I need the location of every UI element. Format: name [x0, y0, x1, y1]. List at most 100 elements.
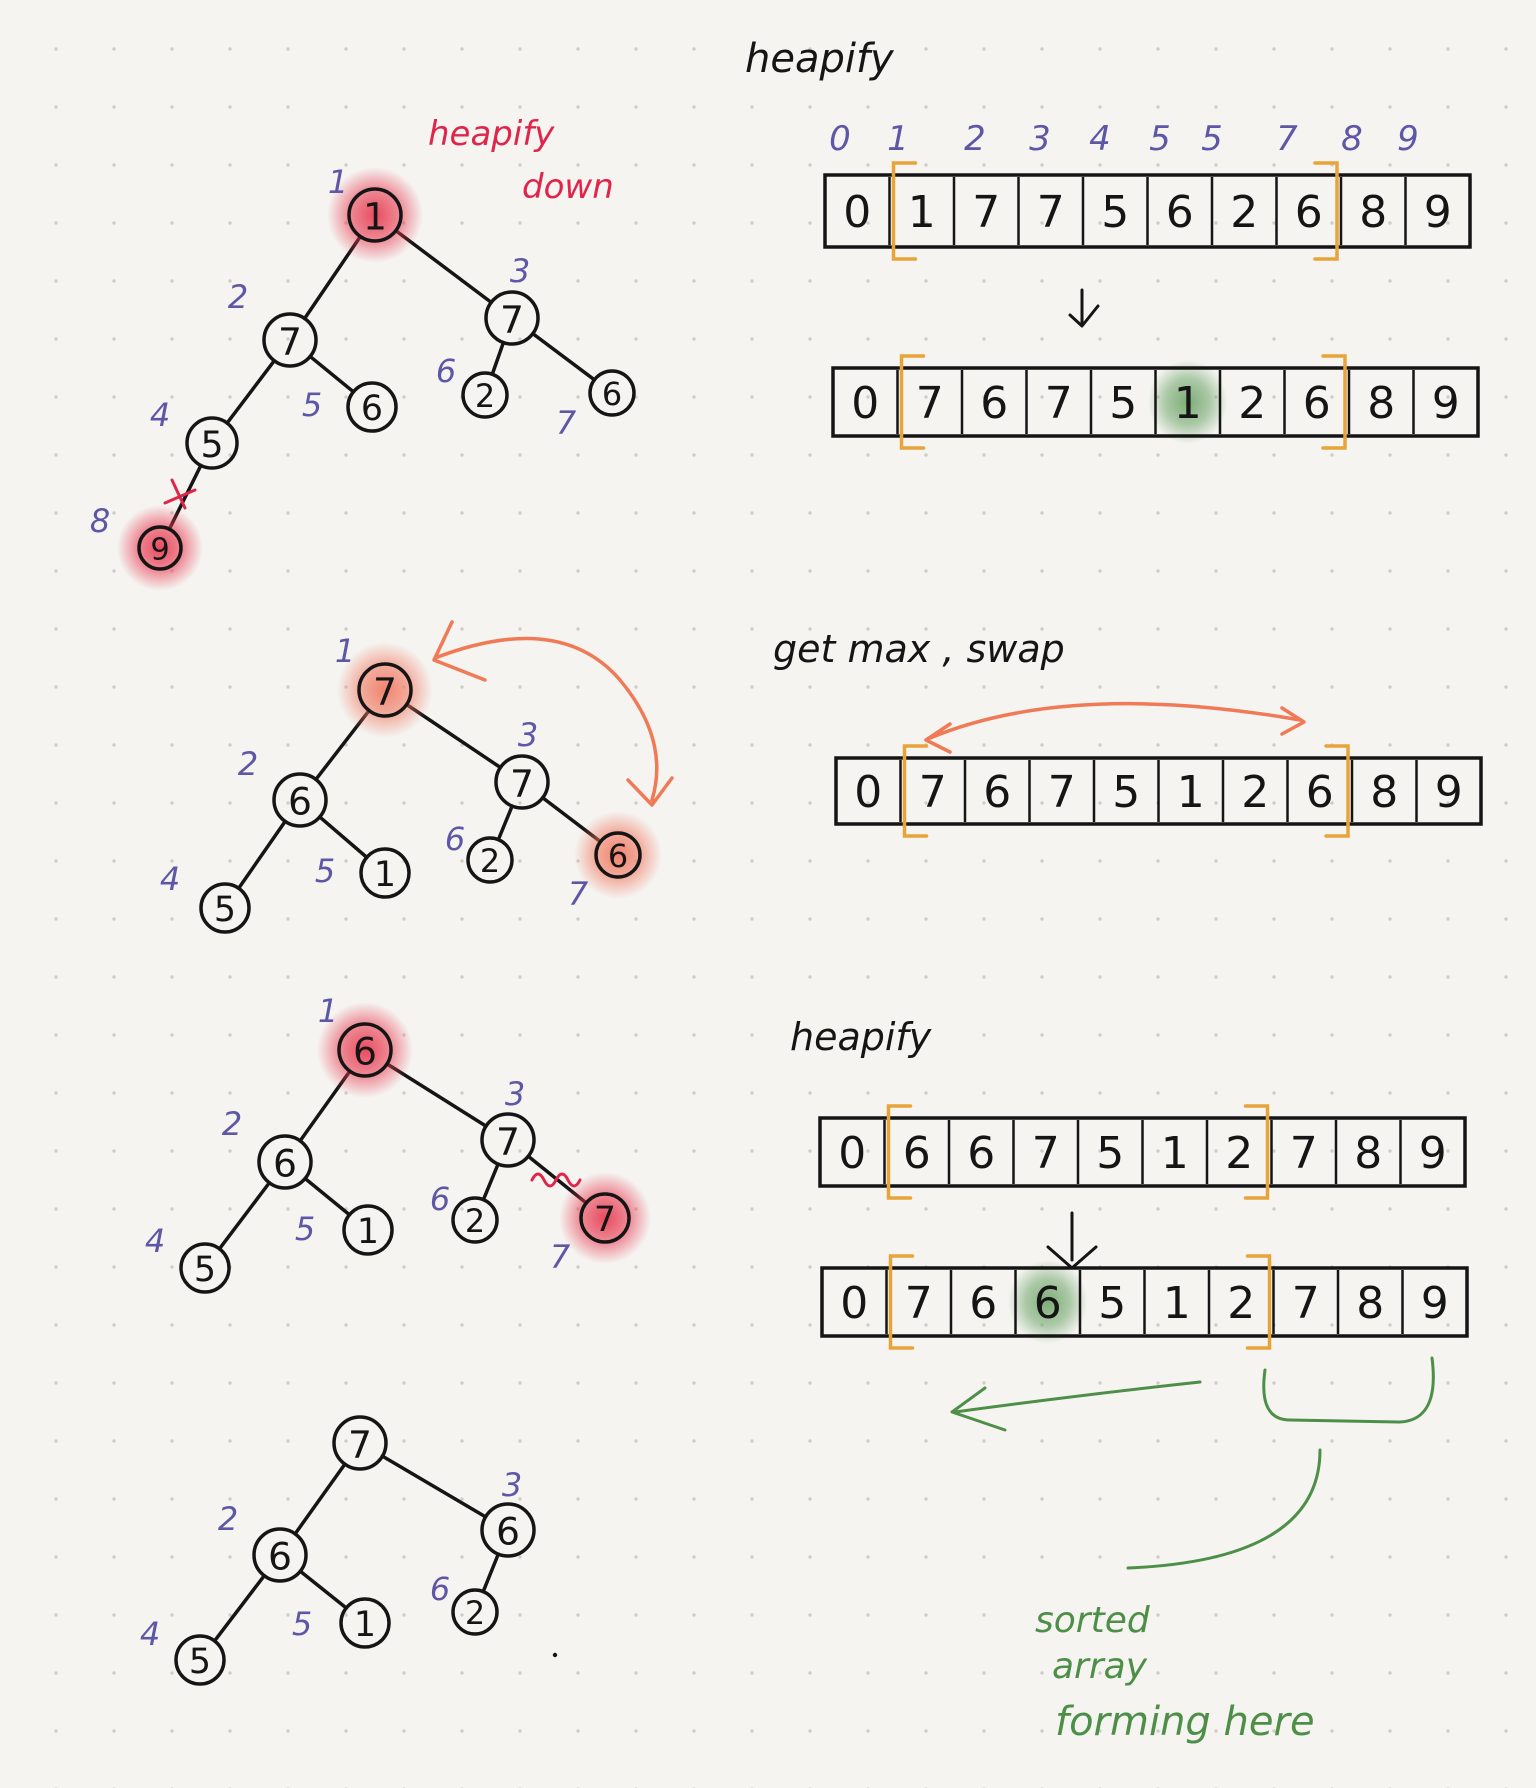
tree-edge: [490, 340, 506, 376]
array-cell: 9: [1421, 1278, 1449, 1329]
tree-node: [137, 525, 183, 571]
tree-node: [185, 416, 239, 470]
array-cell: 9: [1424, 187, 1452, 238]
tree-node-index: 4: [160, 860, 180, 898]
tree-node: [579, 1192, 631, 1244]
index-label: 9: [1397, 119, 1419, 159]
heap-bracket-left: [888, 1254, 915, 1350]
array-cell: 7: [1290, 1128, 1318, 1179]
array-cell: 7: [972, 187, 1000, 238]
index-label: 1: [887, 119, 909, 159]
tree-node-index: 5: [292, 1605, 312, 1643]
label-sorted-1: sorted: [1035, 1600, 1151, 1641]
label-sorted-2: array: [1052, 1646, 1148, 1687]
array-cell: 2: [1241, 767, 1269, 818]
tree-node-index: 3: [510, 252, 530, 290]
tree-edge: [531, 331, 597, 382]
tree-node-value: 7: [348, 1422, 372, 1466]
tree-node: [199, 882, 251, 934]
tree-node: [494, 754, 550, 810]
tree-node: [451, 1196, 499, 1244]
heap-bracket-right: [1321, 354, 1347, 450]
heap-bracket-right: [1313, 161, 1339, 261]
tree-node: [466, 836, 514, 884]
array-cell: 5: [1101, 187, 1129, 238]
tree-node-index: 6: [430, 1570, 450, 1608]
array-cell: 0: [838, 1128, 866, 1179]
tree-node: [451, 1588, 499, 1636]
tree-node-value: 6: [608, 837, 628, 875]
node-highlight: [337, 642, 433, 738]
heap-bracket-left: [891, 161, 918, 261]
tree-node-index: 3: [502, 1466, 522, 1504]
tree-edge: [303, 1176, 352, 1217]
tree-node-index: 2: [222, 1105, 242, 1143]
array-cell: 6: [967, 1128, 995, 1179]
tree-node: [342, 1204, 394, 1256]
array-cell: 6: [980, 378, 1008, 429]
tree-node-value: 6: [273, 1141, 297, 1185]
tree-node-index: 2: [228, 278, 248, 316]
array-cell: 0: [840, 1278, 868, 1329]
array-cell: 1: [1174, 378, 1202, 429]
down-arrow-2: [1046, 1211, 1098, 1270]
array-cell: 8: [1370, 767, 1398, 818]
title-heapify-3: heapify: [790, 1015, 932, 1059]
tree-node: [357, 662, 413, 718]
down-arrow-1: [1068, 288, 1100, 328]
tree-node: [347, 187, 403, 243]
node-highlight: [117, 505, 203, 591]
tree-node: [346, 381, 398, 433]
tree-node-value: 7: [500, 297, 524, 341]
tree-node-value: 7: [373, 669, 397, 713]
tree-node-index: 7: [568, 875, 589, 913]
label-heapify-down-1: heapify: [428, 114, 555, 154]
tree-node-value: 6: [288, 779, 312, 823]
tree-node-value: 5: [194, 1250, 216, 1290]
array-cell: 6: [1306, 767, 1334, 818]
tree-edge: [298, 1569, 349, 1610]
tree-node-index: 7: [556, 404, 577, 442]
heap-bracket-left: [902, 744, 929, 838]
tree-node: [257, 1134, 313, 1190]
array-cell: 2: [1238, 378, 1266, 429]
tree-node-index: 2: [218, 1500, 238, 1538]
index-label: 7: [1276, 119, 1298, 159]
tree-node-index: 1: [328, 163, 348, 201]
tree-node-value: 6: [353, 1029, 377, 1073]
tree-node-index: 7: [550, 1238, 571, 1276]
array-outline: [823, 173, 1472, 249]
tree-node-value: 5: [214, 890, 236, 930]
array-cell: 5: [1109, 378, 1137, 429]
tree-edge: [217, 1181, 272, 1251]
tree-node-value: 6: [361, 389, 383, 429]
tree-node-index: 3: [518, 716, 538, 754]
tree-node: [484, 290, 540, 346]
tree-node-value: 7: [278, 319, 302, 363]
array-cell: 6: [1166, 187, 1194, 238]
tree-node-value: 6: [602, 375, 622, 413]
swap-edge-mark: [530, 1172, 582, 1188]
array-cell: 6: [903, 1128, 931, 1179]
tree-edge: [380, 1454, 488, 1519]
tree-node: [461, 371, 509, 419]
array-cell: 7: [905, 1278, 933, 1329]
tree-node-index: 5: [302, 386, 322, 424]
tree-node: [252, 1527, 308, 1583]
tree-node: [594, 831, 642, 879]
tree-node-index: 4: [145, 1222, 165, 1260]
tree-edge: [225, 358, 277, 425]
node-highlight: [574, 811, 662, 899]
node-highlight: [327, 167, 423, 263]
array-cell: 6: [983, 767, 1011, 818]
array-cell: 7: [919, 767, 947, 818]
tree-node-index: 6: [445, 820, 465, 858]
array-cell: 0: [843, 187, 871, 238]
